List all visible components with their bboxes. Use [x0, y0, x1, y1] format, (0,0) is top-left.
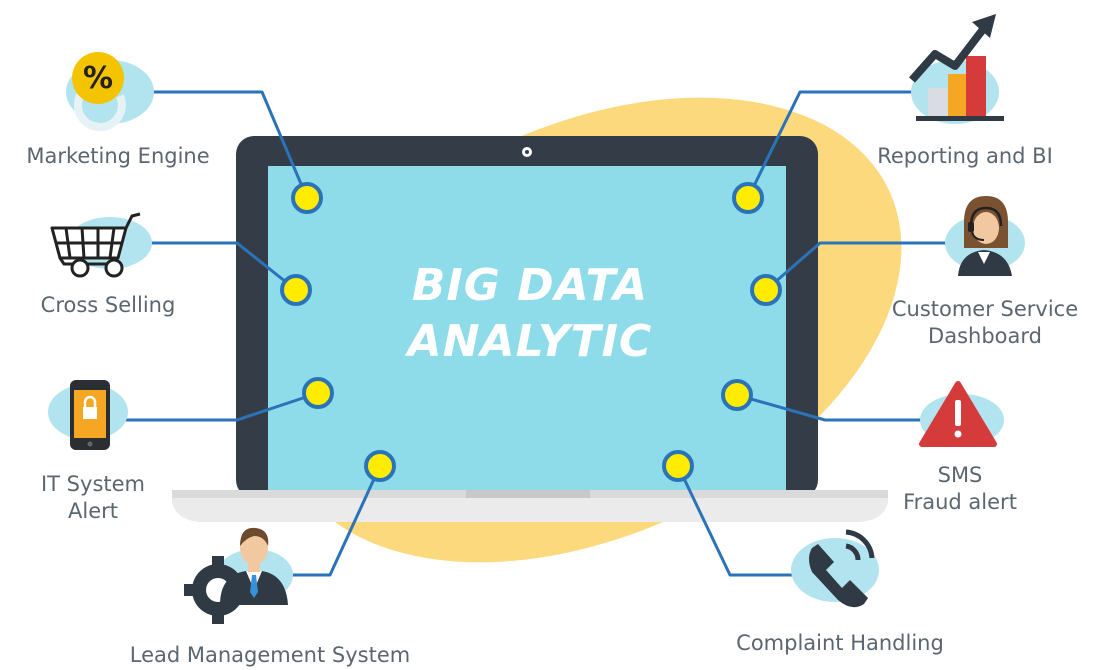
warning-icon: [919, 381, 997, 447]
node-dot-customer-service: [750, 274, 782, 306]
node-dot-cross-selling: [280, 274, 312, 306]
label-cross-selling: Cross Selling: [40, 293, 176, 317]
connector-reporting: [746, 90, 930, 199]
node-dot-lead: [364, 450, 396, 482]
label-lead-management: Lead Management System: [129, 643, 411, 667]
label-sms-fraud-line2: Fraud alert: [903, 490, 1017, 514]
laptop: [172, 136, 888, 522]
label-sms-fraud-line1: SMS: [937, 463, 983, 487]
node-dot-marketing: [291, 182, 323, 214]
screen-title: BIG DATA ANALYTIC: [300, 258, 760, 370]
laptop-notch: [466, 490, 590, 498]
screen-title-line1: BIG DATA: [411, 260, 649, 311]
connector-lead: [285, 465, 382, 577]
node-dot-reporting: [732, 182, 764, 214]
headset-agent-icon: [958, 196, 1012, 276]
connector-sms: [736, 393, 925, 422]
telephone-icon: [809, 529, 875, 608]
label-customer-service-line1: Customer Service: [891, 297, 1079, 321]
businessman-gear-icon: [184, 527, 288, 624]
node-dot-complaint: [662, 450, 694, 482]
laptop-screen: [268, 166, 786, 490]
label-it-system-alert-line2: Alert: [68, 499, 118, 523]
label-sms-fraud: SMS Fraud alert: [880, 462, 1040, 516]
shopping-cart-icon: [50, 212, 141, 278]
svg-text:%: %: [83, 61, 113, 96]
label-it-system-alert: IT System Alert: [28, 471, 158, 525]
screen-title-line2: ANALYTIC: [407, 316, 653, 367]
connectors: [120, 90, 955, 577]
label-customer-service: Customer Service Dashboard: [880, 296, 1090, 350]
connector-customer-service: [765, 241, 955, 292]
percent-icon: %: [72, 52, 126, 131]
label-complaint-handling: Complaint Handling: [736, 631, 944, 655]
connector-it-alert: [120, 391, 319, 422]
node-dot-it-alert: [302, 377, 334, 409]
connector-complaint: [676, 465, 810, 577]
bar-chart-growth-icon: [909, 14, 1004, 121]
label-marketing-engine: Marketing Engine: [26, 144, 210, 168]
label-it-system-alert-line1: IT System: [40, 472, 145, 496]
phone-lock-icon: [70, 380, 110, 450]
node-dot-sms: [721, 379, 753, 411]
label-customer-service-line2: Dashboard: [928, 324, 1042, 348]
connector-marketing: [125, 90, 309, 199]
connector-cross-selling: [130, 241, 297, 292]
label-reporting-bi: Reporting and BI: [877, 144, 1053, 168]
